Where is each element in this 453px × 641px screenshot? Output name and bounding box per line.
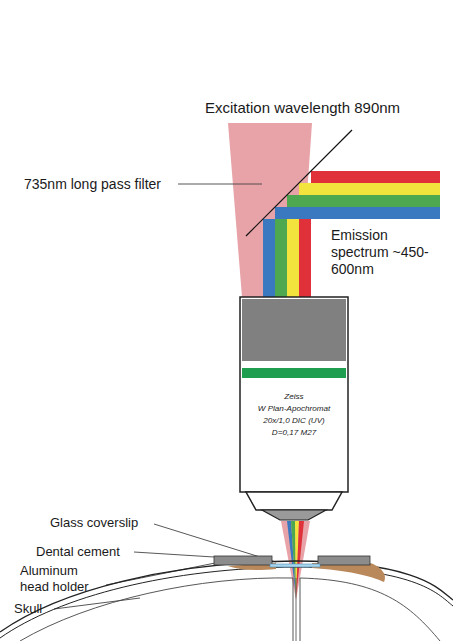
skull-outline <box>0 561 453 632</box>
objective-text: Zeiss <box>242 391 346 403</box>
callout-label: Emission spectrum ~450-600nm <box>331 227 449 277</box>
callout-label: Aluminum head holder <box>20 563 104 594</box>
long-pass-filter <box>246 130 352 236</box>
objective-ring <box>242 368 346 378</box>
callout-label: Excitation wavelength 890nm <box>205 99 400 117</box>
emission-ray <box>287 521 296 598</box>
head-holder <box>318 556 370 565</box>
callout-label: Glass coverslip <box>50 515 138 531</box>
midline <box>296 578 297 641</box>
callout-label: Dental cement <box>36 544 120 560</box>
brain-outline <box>300 578 440 641</box>
objective-nose <box>246 492 342 510</box>
objective-tip <box>262 510 326 520</box>
dental-cement <box>312 563 385 582</box>
objective-text: 20x/1,0 DIC (UV) <box>242 415 346 427</box>
objective-text: W Plan-Apochromat <box>242 403 346 415</box>
leader-line <box>178 184 262 185</box>
objective-body <box>240 297 348 492</box>
objective-label: ZeissW Plan-Apochromat20x/1,0 DIC (UV)D=… <box>242 391 346 439</box>
callout-label: 735nm long pass filter <box>24 176 161 193</box>
glass-coverslip <box>270 564 320 567</box>
objective-top <box>242 299 346 361</box>
objective-text: D=0,17 M27 <box>242 427 346 439</box>
callout-label: Skull <box>14 601 42 617</box>
head-holder <box>214 556 272 565</box>
